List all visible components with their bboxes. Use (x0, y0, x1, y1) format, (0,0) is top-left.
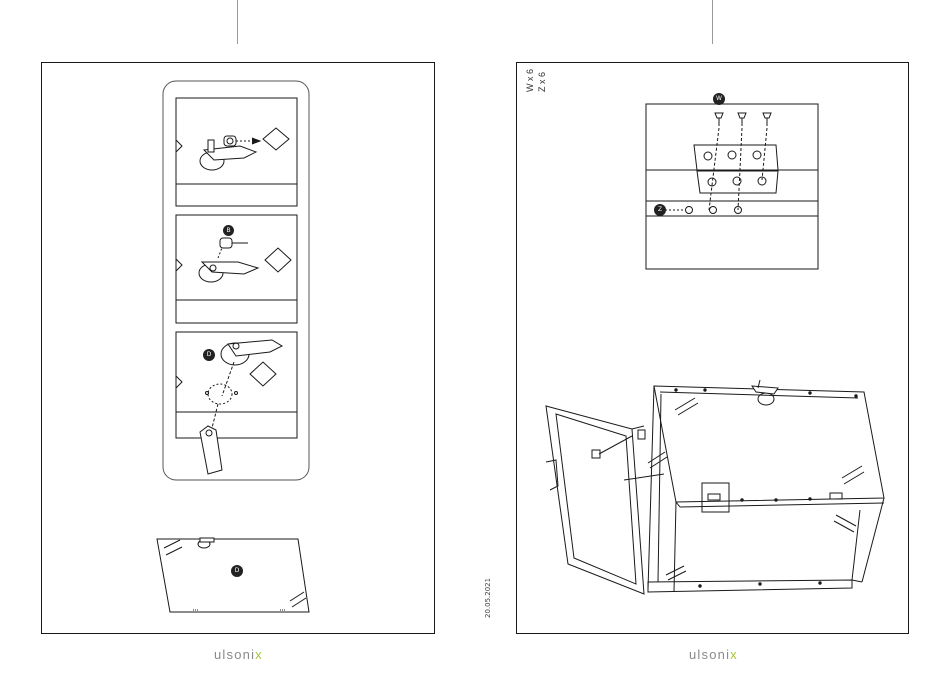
cabinet-assembly (546, 380, 884, 594)
right-brand-text: ulsoni (689, 647, 730, 662)
hinge-top-badge-label: W (716, 95, 722, 102)
hinge-side-badge-label: Z (658, 206, 662, 213)
document-date: 20.05.2021 (484, 578, 492, 618)
hinge-top-badge: W (713, 93, 725, 105)
document-date-text: 20.05.2021 (484, 578, 492, 618)
hinge-side-badge: Z (654, 204, 666, 216)
right-page-brand: ulsonix (689, 647, 738, 662)
right-brand-accent: x (730, 647, 738, 662)
hinge-detail (646, 104, 818, 269)
